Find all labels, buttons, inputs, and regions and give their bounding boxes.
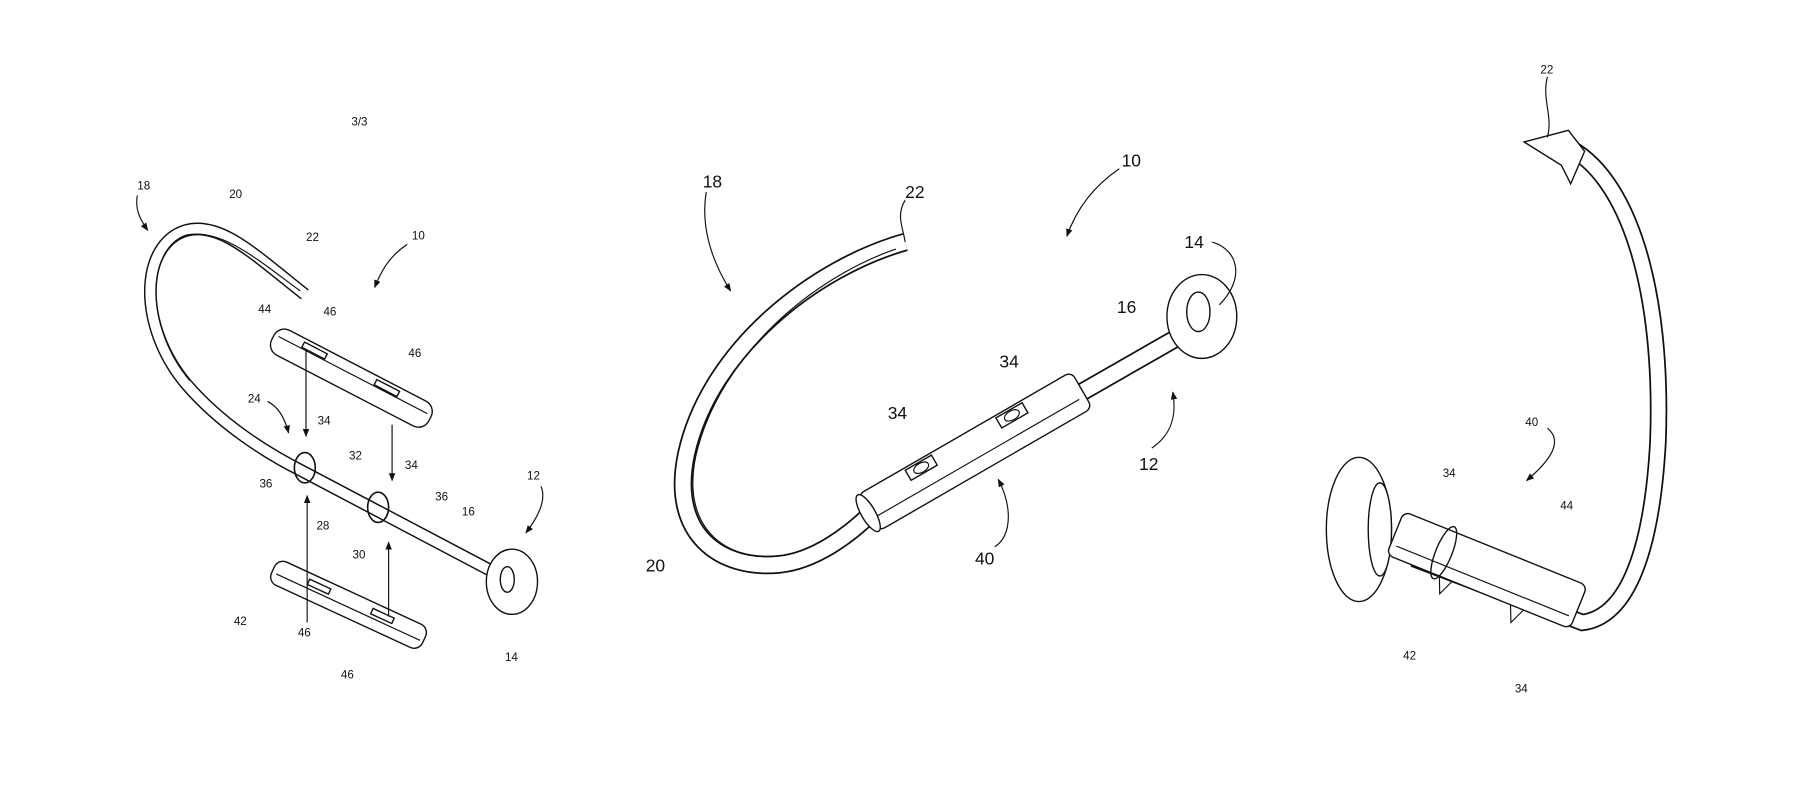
leader-arrows xyxy=(1525,76,1555,482)
hook-eye xyxy=(1166,273,1238,360)
label-34: 34 xyxy=(888,403,908,423)
label-46: 46 xyxy=(298,626,311,639)
sleeve-40 xyxy=(855,373,1091,533)
label-34: 34 xyxy=(1515,682,1528,695)
figure-2-assembled-hook: 18 22 10 14 16 34 34 12 40 20 xyxy=(646,150,1238,575)
label-40: 40 xyxy=(1525,416,1538,429)
hook-body xyxy=(144,222,498,579)
label-22: 22 xyxy=(306,231,319,244)
label-42: 42 xyxy=(1403,650,1416,663)
label-42: 42 xyxy=(234,615,247,628)
hook-eye xyxy=(485,548,539,616)
reference-numerals: 18 22 10 14 16 34 34 12 40 20 xyxy=(646,150,1204,575)
label-46: 46 xyxy=(341,668,354,681)
label-34: 34 xyxy=(405,459,418,472)
label-20: 20 xyxy=(646,555,666,575)
figure-1-exploded-hook: 18 20 22 10 44 46 46 24 34 32 34 36 36 2… xyxy=(136,180,544,682)
label-20: 20 xyxy=(229,188,242,201)
label-10: 10 xyxy=(1122,150,1142,170)
leader-arrows xyxy=(136,195,544,534)
line-rings xyxy=(293,451,390,524)
lower-sleeve-42 xyxy=(269,560,428,649)
sleeve-40 xyxy=(1387,512,1586,628)
label-44: 44 xyxy=(1560,500,1573,513)
reference-numerals: 22 40 34 44 42 34 xyxy=(1403,63,1574,695)
hook-eye xyxy=(1325,456,1393,603)
label-16: 16 xyxy=(1117,297,1136,317)
label-46: 46 xyxy=(408,347,421,360)
label-22: 22 xyxy=(1540,63,1553,76)
label-44: 44 xyxy=(258,303,271,316)
label-12: 12 xyxy=(527,469,540,482)
hook-body xyxy=(1410,129,1668,632)
leader-arrows xyxy=(704,168,1237,548)
label-12: 12 xyxy=(1139,454,1158,474)
label-34: 34 xyxy=(999,352,1019,372)
upper-sleeve-44 xyxy=(269,328,433,428)
label-16: 16 xyxy=(462,505,475,518)
label-28: 28 xyxy=(316,519,329,532)
label-18: 18 xyxy=(703,171,722,191)
label-30: 30 xyxy=(353,548,366,561)
label-46: 46 xyxy=(323,305,336,318)
label-34: 34 xyxy=(1443,467,1456,480)
label-36: 36 xyxy=(435,490,448,503)
label-40: 40 xyxy=(975,548,995,568)
label-24: 24 xyxy=(248,393,261,406)
label-32: 32 xyxy=(349,450,362,463)
label-10: 10 xyxy=(412,230,425,243)
label-14: 14 xyxy=(1184,232,1204,252)
label-14: 14 xyxy=(505,651,518,664)
label-36: 36 xyxy=(259,478,272,491)
label-18: 18 xyxy=(137,180,150,193)
hook-body xyxy=(673,233,1183,575)
label-22: 22 xyxy=(905,182,924,202)
label-34: 34 xyxy=(318,415,331,428)
figure-3-rear-view-hook: 22 40 34 44 42 34 xyxy=(1325,63,1668,695)
assembly-arrows xyxy=(302,349,396,623)
sheet-number: 3/3 xyxy=(351,116,367,129)
reference-numerals: 18 20 22 10 44 46 46 24 34 32 34 36 36 2… xyxy=(137,180,540,682)
